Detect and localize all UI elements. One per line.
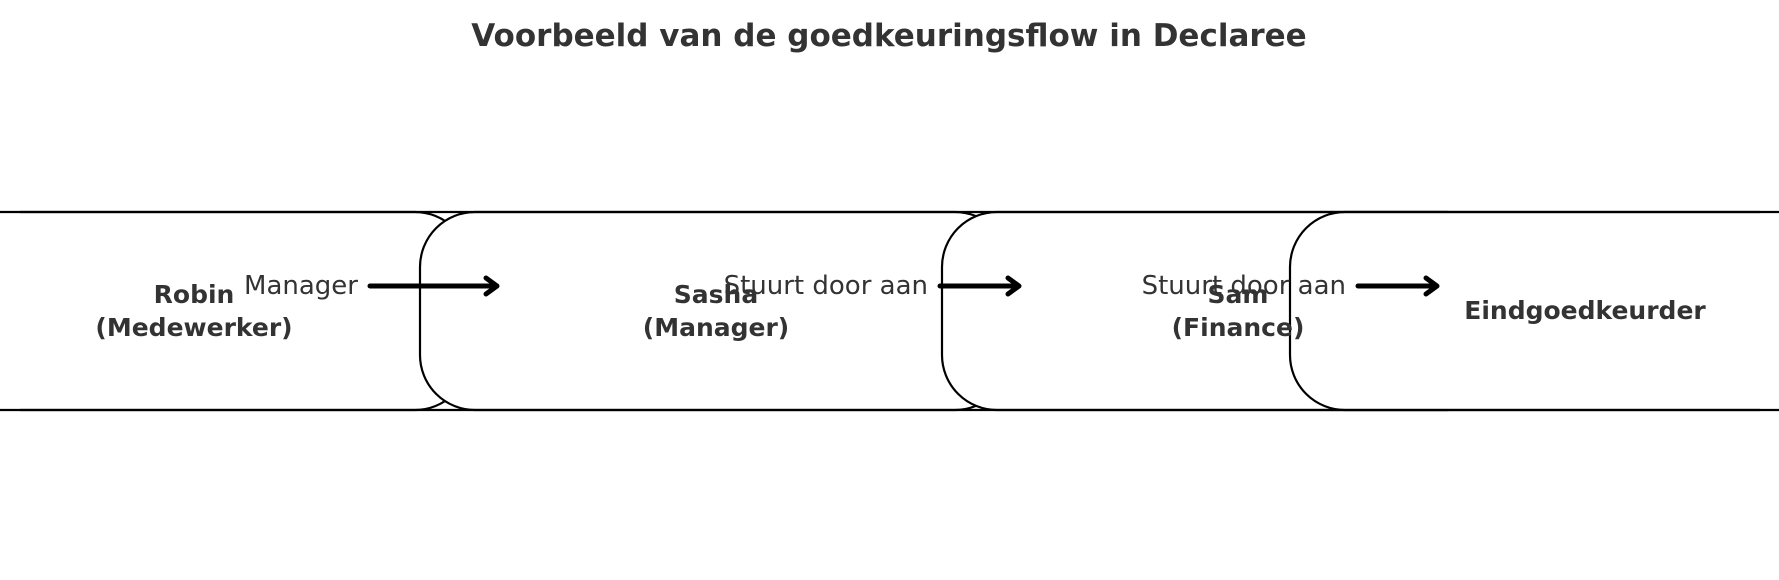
node-sam-line1: Sam xyxy=(1208,280,1269,309)
node-final-line1: Eindgoedkeurder xyxy=(1464,296,1706,325)
edge-robin-sasha: Manager xyxy=(244,271,500,301)
node-robin-line1: Robin xyxy=(154,280,235,309)
node-box-sasha xyxy=(418,210,1012,412)
edge-sam-final: Stuurt door aan xyxy=(1142,271,1440,301)
node-label-final: Eindgoedkeurder xyxy=(1464,296,1706,325)
node-label-robin: Robin (Medewerker) xyxy=(95,280,292,342)
edge-label-1: Manager xyxy=(244,271,358,301)
node-box-robin xyxy=(0,210,472,412)
node-label-sasha: Sasha (Manager) xyxy=(643,280,789,342)
edge-label-3: Stuurt door aan xyxy=(1142,271,1346,301)
node-sasha-line1: Sasha xyxy=(674,280,758,309)
diagram-title: Voorbeeld van de goedkeuringsflow in Dec… xyxy=(471,18,1306,54)
node-sam-line2: (Finance) xyxy=(1172,313,1305,342)
edge-label-2: Stuurt door aan xyxy=(724,271,928,301)
node-label-sam: Sam (Finance) xyxy=(1172,280,1305,342)
arrow-2-head xyxy=(1005,275,1022,297)
arrow-1-head xyxy=(483,275,500,297)
arrow-3-head xyxy=(1423,275,1440,297)
edge-sasha-sam: Stuurt door aan xyxy=(724,271,1022,301)
node-sasha-line2: (Manager) xyxy=(643,313,789,342)
node-robin-line2: (Medewerker) xyxy=(95,313,292,342)
